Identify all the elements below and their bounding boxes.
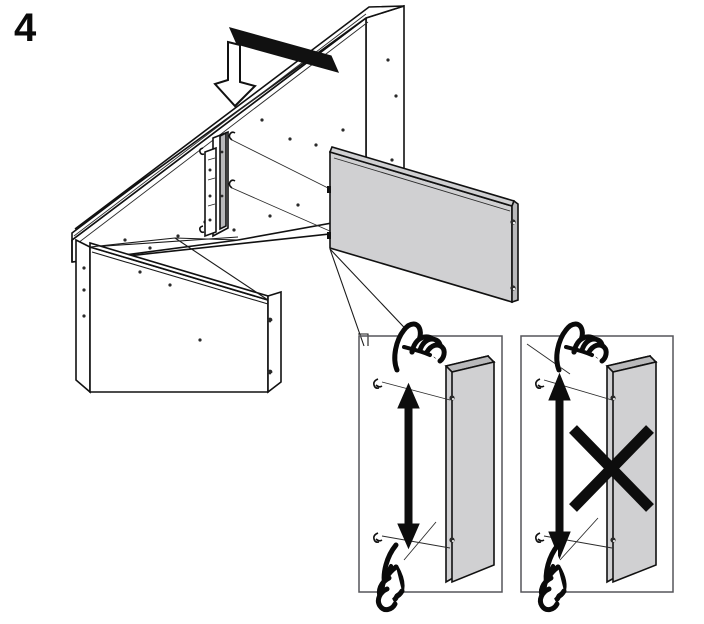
downward-insert-arrow [213, 40, 257, 108]
measure-arrow-correct [397, 382, 420, 550]
step-number: 4 [14, 6, 36, 50]
x-mark [569, 425, 654, 512]
detail-hook-pins-left [373, 378, 451, 561]
pointing-hand-bottom-left [375, 542, 405, 613]
detail-panel-right [605, 354, 658, 584]
metal-bracket-part [199, 130, 229, 238]
detail-box-correct [358, 321, 503, 613]
pointing-hand-top-left [392, 321, 447, 373]
detail-callout-lines [329, 248, 418, 347]
detail-hook-pins-right [526, 343, 613, 561]
gray-divider-panel [327, 146, 519, 304]
assembly-leader-lines [228, 131, 333, 233]
detail-box-incorrect [520, 321, 674, 613]
pointing-hand-top-right [554, 321, 609, 373]
support-beam-part [228, 27, 340, 73]
frame-inner-deck [89, 237, 269, 301]
detail-panel-left [444, 354, 496, 584]
pointing-hand-bottom-right [537, 542, 567, 613]
measure-arrow-incorrect [548, 372, 571, 560]
bed-frame-group [71, 4, 519, 394]
front-panel-part [75, 238, 282, 394]
